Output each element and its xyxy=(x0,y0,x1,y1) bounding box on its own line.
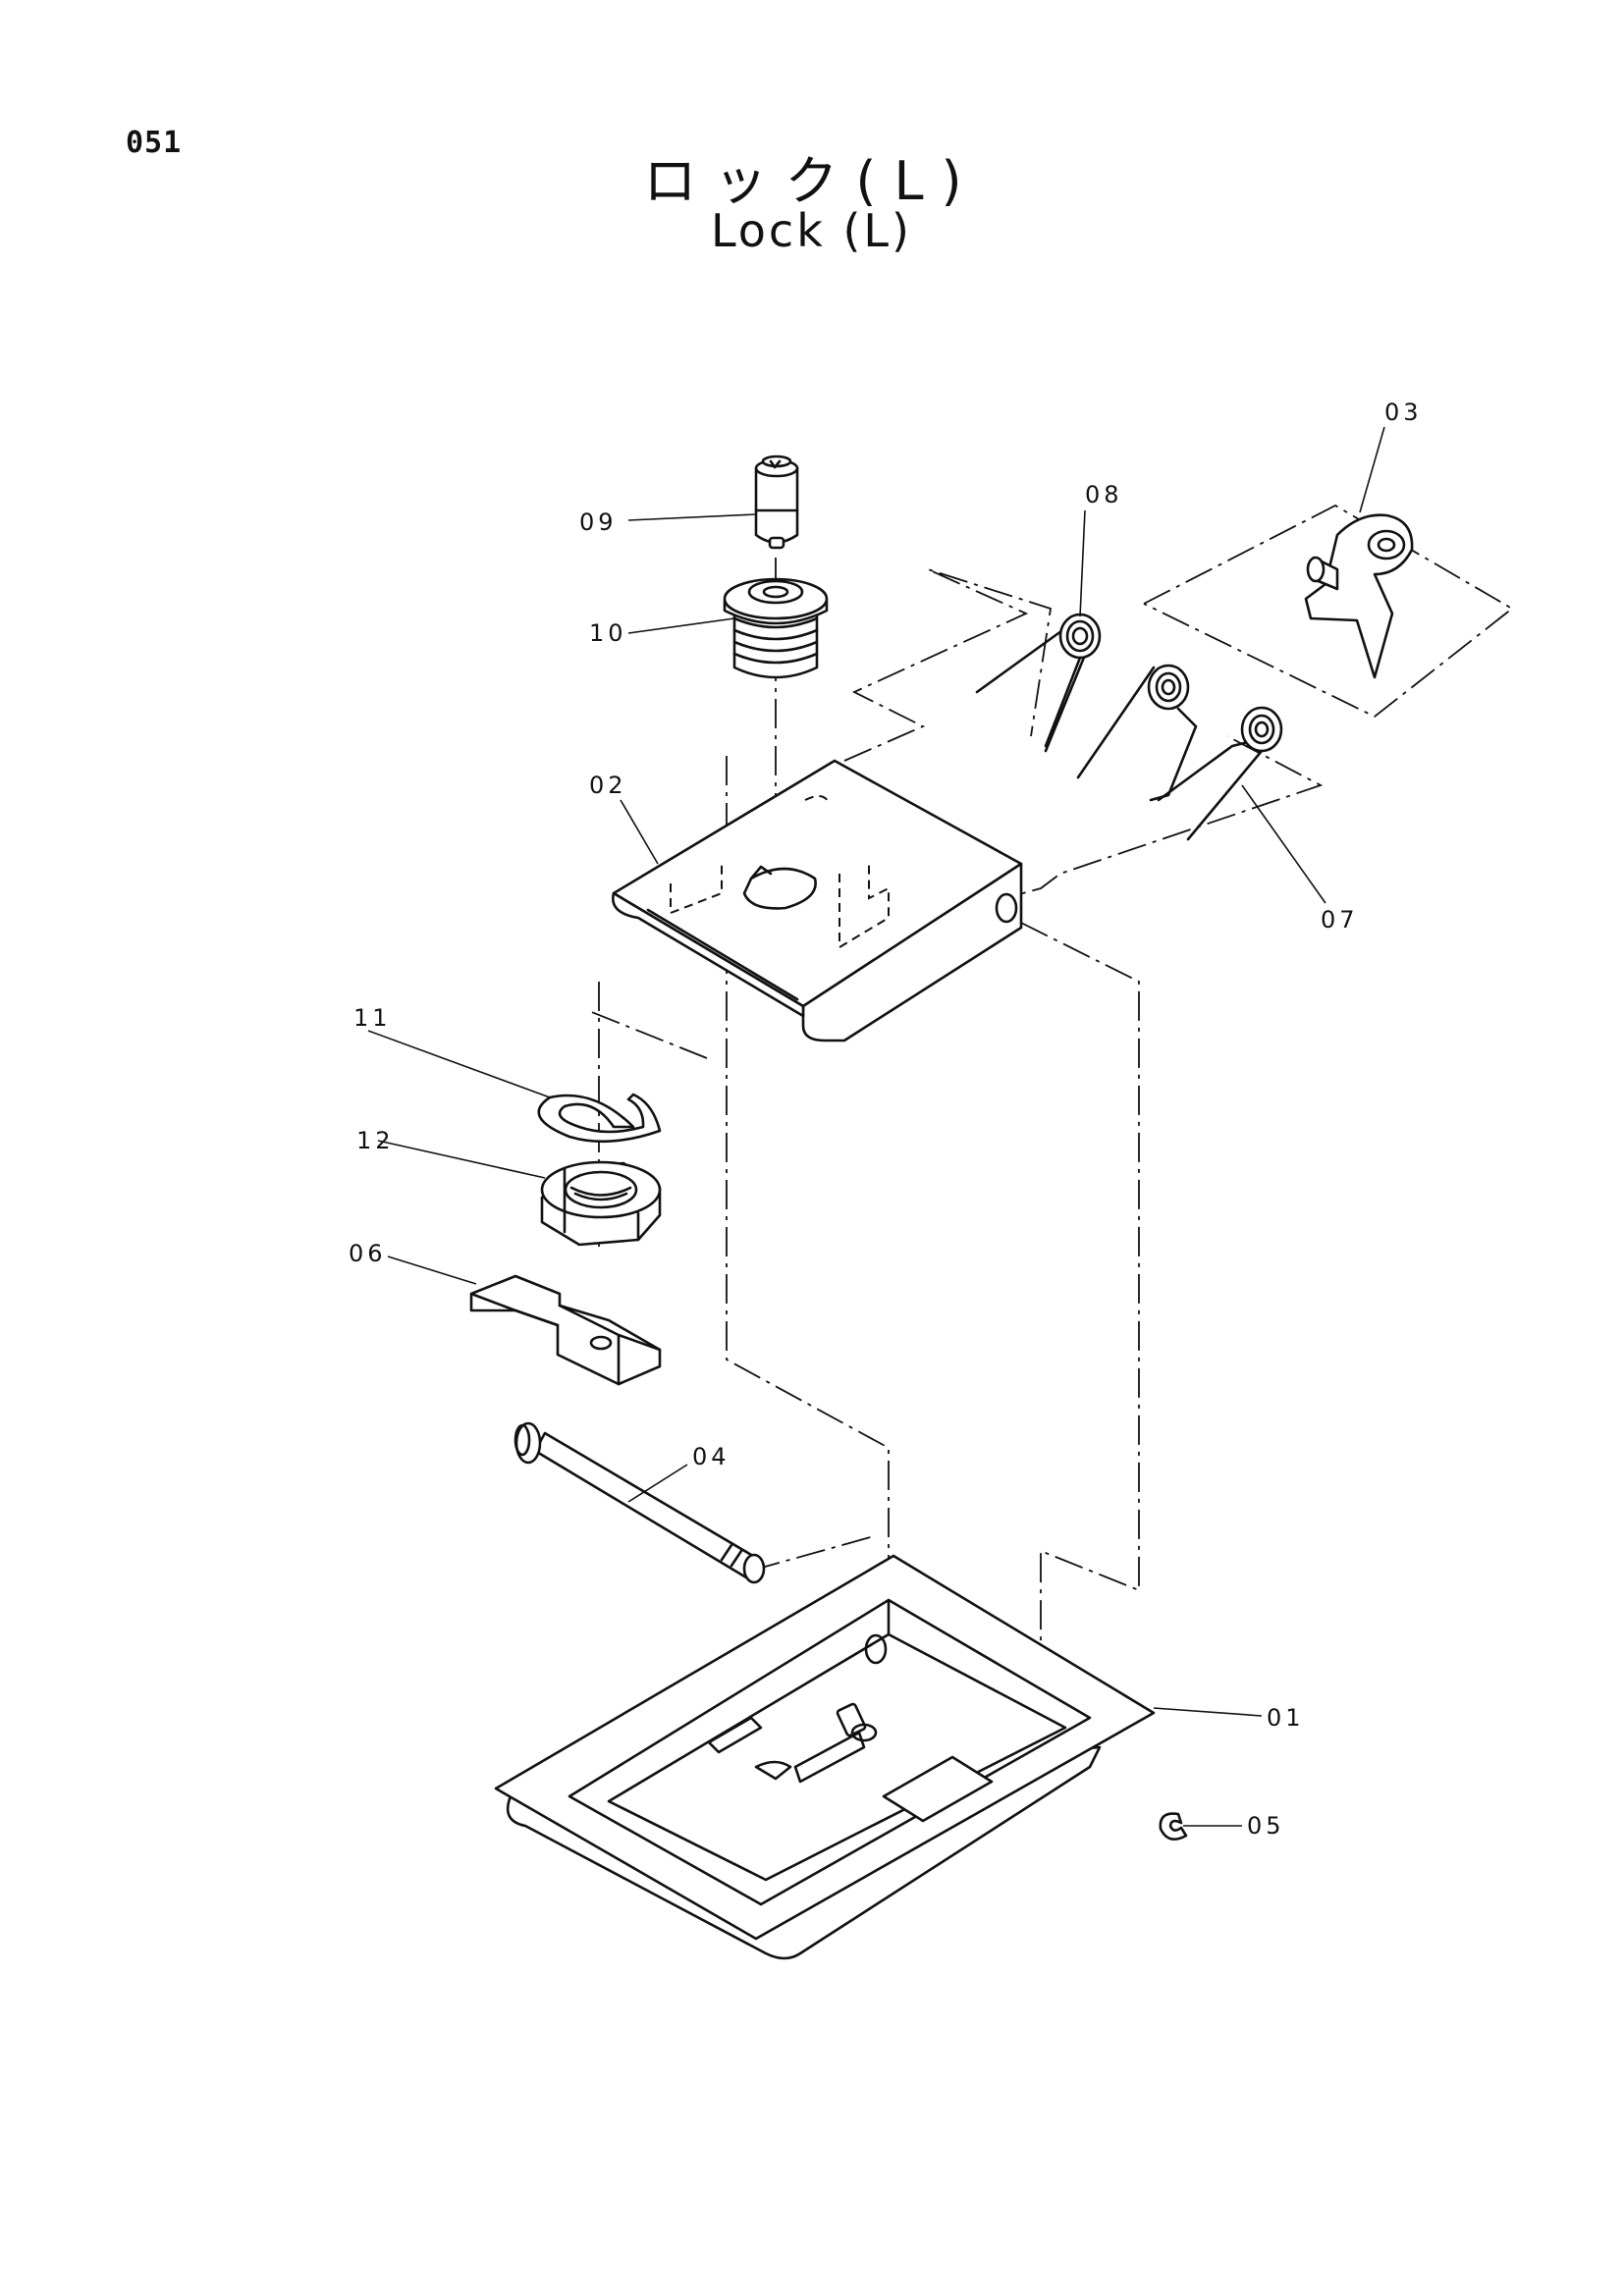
callout-05: 05 xyxy=(1247,1812,1285,1840)
callout-08: 08 xyxy=(1085,481,1123,508)
part-04-pin xyxy=(514,1421,766,1584)
callout-07: 07 xyxy=(1321,906,1359,934)
page-number: 051 xyxy=(126,126,183,160)
part-10-threaded-bushing xyxy=(723,577,829,679)
part-07-torsion-spring xyxy=(1157,706,1283,841)
callout-06: 06 xyxy=(349,1240,387,1267)
callout-11: 11 xyxy=(353,1004,392,1032)
part-08-torsion-spring xyxy=(975,613,1102,753)
title-japanese: ロック(L) xyxy=(643,150,980,212)
callout-12: 12 xyxy=(356,1127,395,1154)
assembly-guide-lines xyxy=(588,504,1514,1747)
part-03-latch-hook xyxy=(1304,513,1414,679)
part-08-torsion-spring-middle xyxy=(1076,664,1198,802)
callout-02: 02 xyxy=(589,772,627,799)
callout-labels: 01 02 03 04 05 06 07 08 09 10 11 12 xyxy=(349,399,1423,1840)
callout-10: 10 xyxy=(589,619,627,647)
part-01-base-frame xyxy=(494,1554,1156,1960)
part-12-hex-nut xyxy=(540,1160,662,1247)
callout-leaders xyxy=(367,426,1385,1717)
callout-09: 09 xyxy=(579,508,618,536)
callout-01: 01 xyxy=(1267,1704,1305,1732)
part-11-snap-ring xyxy=(537,1093,662,1144)
part-05-e-clip xyxy=(1159,1812,1242,1841)
callout-04: 04 xyxy=(692,1443,730,1470)
part-06-lock-tab xyxy=(469,1274,662,1386)
title-english: Lock (L) xyxy=(710,204,913,257)
callout-03: 03 xyxy=(1384,399,1423,426)
part-02-lock-plate xyxy=(612,759,1023,1042)
part-09-key-cylinder xyxy=(754,454,799,550)
